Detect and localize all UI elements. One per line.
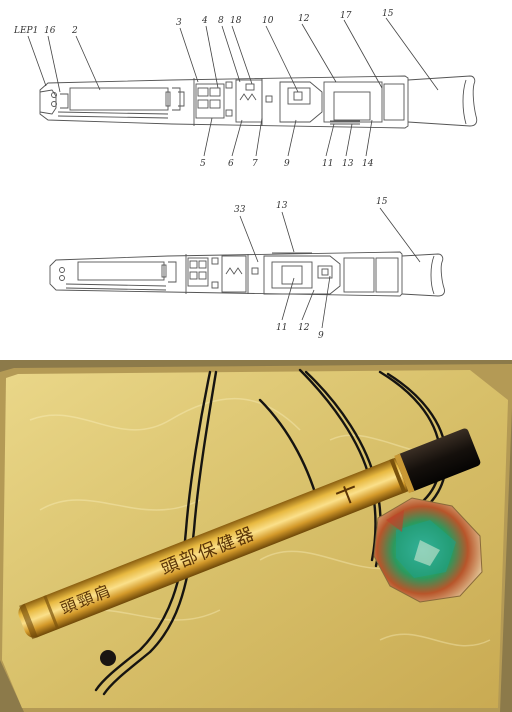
callout-label: 9 [284, 159, 290, 169]
device-drawing-top [39, 75, 478, 129]
callouts-top: LEP1 16 2 3 4 8 18 10 12 17 15 5 6 7 9 1… [13, 9, 439, 169]
callout-label: 5 [200, 159, 206, 169]
callout-label: 9 [318, 331, 324, 341]
callout-label: 6 [228, 159, 234, 169]
gemstone-pendant [373, 497, 483, 603]
callout-label: 15 [382, 9, 394, 19]
callout-label: 11 [276, 323, 287, 333]
callouts-bottom: 33 13 15 11 12 9 [234, 197, 421, 341]
callout-label: 13 [276, 201, 288, 211]
callout-label: 33 [234, 205, 246, 215]
callout-label: 12 [298, 14, 310, 24]
callout-label: 14 [362, 159, 374, 169]
callout-label: 10 [262, 16, 274, 26]
callout-label: 18 [230, 16, 242, 26]
technical-drawing: LEP1 16 2 3 4 8 18 10 12 17 15 5 6 7 9 1… [13, 9, 478, 341]
callout-label: LEP1 [13, 26, 38, 36]
callout-label: 7 [252, 159, 258, 169]
callout-label: 15 [376, 197, 388, 207]
pen-cap [395, 428, 481, 492]
device-drawing-bottom [49, 251, 445, 297]
callout-label: 8 [218, 16, 224, 26]
callout-label: 17 [340, 11, 352, 21]
cord-bead [100, 650, 116, 666]
callout-label: 11 [322, 159, 333, 169]
callout-label: 3 [176, 18, 182, 28]
callout-label: 16 [44, 26, 56, 36]
callout-label: 13 [342, 159, 354, 169]
callout-label: 12 [298, 323, 310, 333]
callout-label: 2 [71, 26, 78, 36]
product-photo: 頭部保健器 頭頸肩 [0, 360, 512, 712]
callout-label: 4 [201, 16, 208, 26]
